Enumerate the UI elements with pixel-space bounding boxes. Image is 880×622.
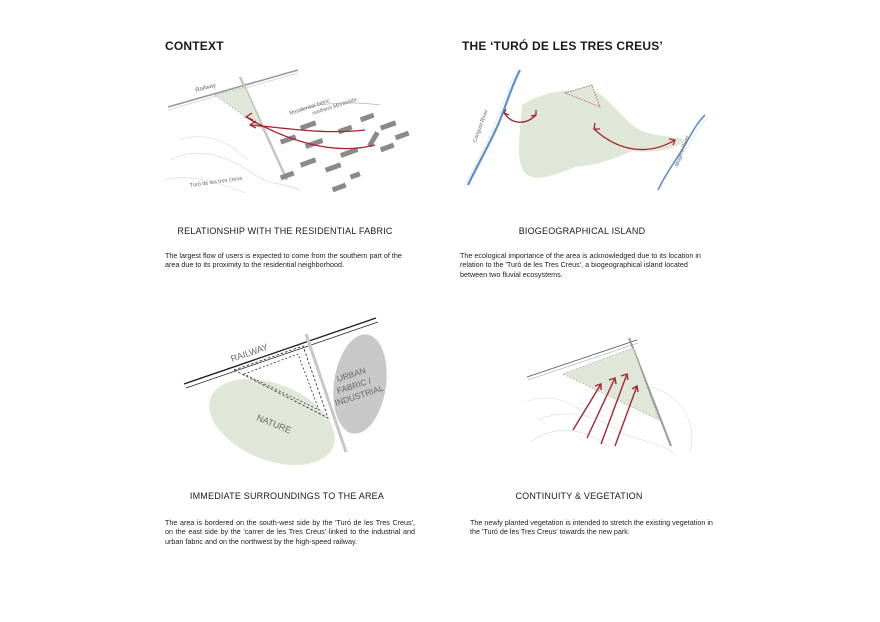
panel-title-biogeographical: BIOGEOGRAPHICAL ISLAND — [518, 226, 646, 236]
building-blocks — [279, 112, 410, 193]
panel-text-residential: The largest flow of users is expected to… — [165, 251, 402, 270]
turo-label: Turó de les tres creus — [189, 176, 243, 189]
panel-text-surroundings: The area is bordered on the south-west s… — [165, 518, 415, 546]
railway-label-large: RAILWAY — [229, 342, 269, 364]
railway-label: Railway — [195, 83, 217, 94]
panel-title-residential: RELATIONSHIP WITH THE RESIDENTIAL FABRIC — [177, 226, 393, 236]
river-left-label: Congost River — [472, 109, 490, 144]
panel-title-surroundings: IMMEDIATE SURROUNDINGS TO THE AREA — [189, 491, 385, 501]
context-heading: CONTEXT — [165, 39, 224, 53]
panel-text-vegetation: The newly planted vegetation is intended… — [470, 518, 713, 537]
vegetation-diagram — [524, 337, 693, 455]
biogeographical-diagram: Congost River Mogent River — [463, 66, 709, 191]
flow-arrows — [244, 112, 376, 150]
island-arrows — [503, 108, 676, 151]
panel-title-vegetation: CONTINUITY & VEGETATION — [515, 491, 643, 501]
vegetation-arrows — [572, 373, 639, 447]
residential-fabric-diagram: Railway Residential fabric northern Mont… — [164, 69, 410, 194]
surroundings-diagram: RAILWAY NATURE URBAN FABRIC / INDUSTRIAL — [183, 317, 387, 466]
turo-heading: THE ‘TURÓ DE LES TRES CREUS’ — [462, 39, 663, 53]
panel-text-biogeographical: The ecological importance of the area is… — [460, 251, 701, 279]
